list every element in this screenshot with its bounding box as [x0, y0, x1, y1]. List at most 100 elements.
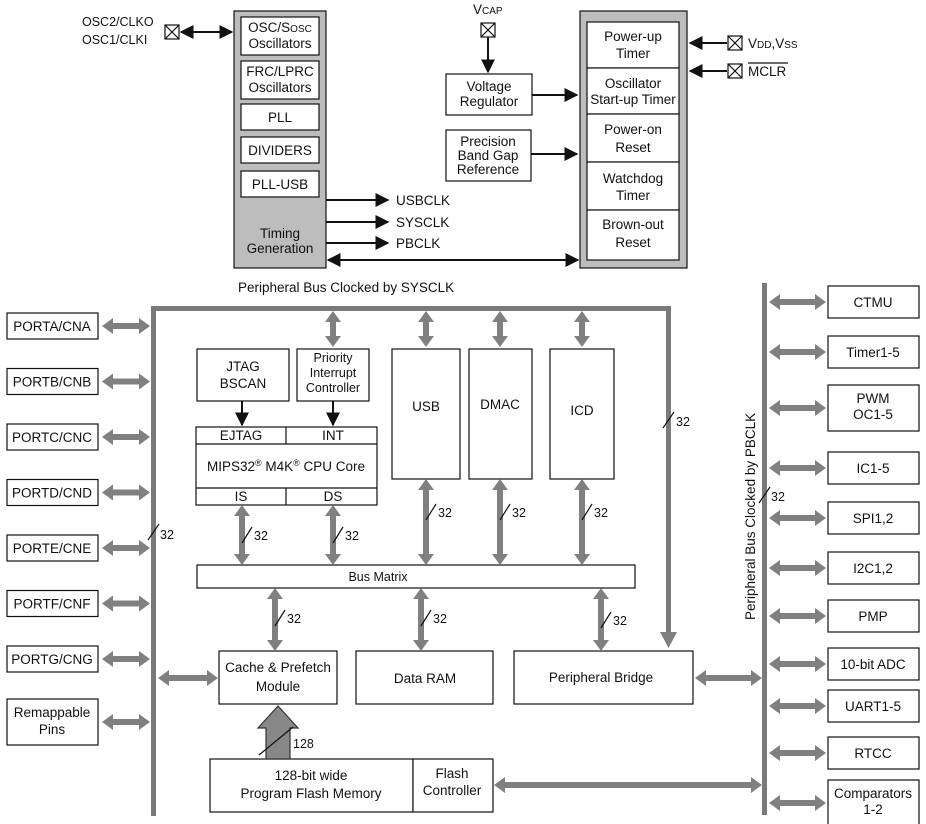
osc-sosc-label-2: Oscillators — [248, 36, 311, 51]
peripheral-uart1-5: UART1-5 — [827, 689, 920, 723]
cache-bus-arrow — [158, 670, 218, 686]
peripherals-group: CTMUTimer1-5PWMOC1-5IC1-5SPI1,2I2C1,2PMP… — [769, 285, 920, 824]
port-bus-arrow — [102, 429, 150, 445]
ost-label: Oscillator — [605, 76, 662, 91]
peripheral-label: RTCC — [854, 746, 892, 761]
bus-width-label: 32 — [160, 528, 174, 542]
ejtag-label: EJTAG — [220, 428, 263, 443]
peripheral-label: UART1-5 — [845, 699, 901, 714]
port-label: PORTF/CNF — [14, 597, 91, 612]
wide-bus-arrow: 128 — [256, 705, 314, 760]
port-portg-cng: PORTG/CNG — [6, 645, 99, 673]
flashctrl-pb-arrow — [494, 777, 762, 793]
peripheral-timer1-5: Timer1-5 — [827, 335, 920, 369]
peripheral-label: SPI1,2 — [853, 511, 894, 526]
peripheral-bus-arrow — [769, 510, 826, 526]
peripheral-label: PMP — [858, 609, 887, 624]
usbclk-label: USBCLK — [396, 193, 450, 208]
osc2-clko-label: OSC2/CLKO — [82, 15, 154, 29]
por-label-2: Reset — [615, 140, 651, 155]
timing-gen-label-2: Generation — [247, 241, 314, 256]
flash-ctrl-label-2: Controller — [423, 783, 482, 798]
icd-label: ICD — [570, 403, 594, 418]
port-bus-arrow — [102, 484, 150, 501]
port-bus-arrow — [102, 595, 150, 612]
pll-usb-box — [240, 170, 320, 198]
dmac-label: DMAC — [480, 397, 520, 412]
peripheral-bus-arrow — [769, 294, 826, 310]
voltage-regulator-block: Voltage Regulator — [445, 73, 579, 116]
pll-box — [240, 103, 320, 131]
jtag-block: JTAG BSCAN — [196, 348, 290, 427]
port-porte-cne: PORTE/CNE — [6, 534, 99, 562]
peripheral-label: I2C1,2 — [853, 561, 893, 576]
voltage-regulator-label-2: Regulator — [460, 94, 519, 109]
osc-sosc-label: OSC/SOSC — [248, 20, 312, 35]
int-label: INT — [322, 428, 344, 443]
pin-x-icon — [164, 24, 180, 40]
bus-width-label: 32 — [254, 529, 268, 543]
dividers-label: DIVIDERS — [248, 143, 312, 158]
peripheral-bridge-label: Peripheral Bridge — [549, 670, 653, 685]
ost-label-2: Start-up Timer — [590, 92, 676, 107]
port-porta-cna: PORTA/CNA — [6, 312, 99, 340]
bandgap-label-2: Band Gap — [458, 148, 519, 163]
flash-controller-block: Flash Controller — [412, 758, 494, 813]
cache-prefetch-block — [218, 650, 338, 705]
vcap-pin: VCAP — [473, 2, 503, 74]
cpu-core-block: EJTAG INT MIPS32® M4K® CPU Core IS DS — [195, 426, 378, 506]
peripheral-label: IC1-5 — [856, 461, 889, 476]
pic-label-2: Interrupt — [310, 366, 357, 380]
port-bus-arrow — [102, 318, 150, 334]
power-up-timer-label: Power-up — [604, 29, 662, 44]
frc-lprc-label-2: Oscillators — [248, 80, 311, 95]
bandgap-label-1: Precision — [460, 134, 516, 149]
sysclk-label: SYSCLK — [396, 215, 449, 230]
sysclk-bus: 32 32 — [147, 306, 690, 816]
bor-label-2: Reset — [615, 235, 651, 250]
pbclk-label: PBCLK — [396, 236, 440, 251]
peripheral-label: PWM — [857, 391, 890, 406]
frc-lprc-label: FRC/LPRC — [246, 64, 314, 79]
supply-pins: VDD,VSS MCLR — [688, 35, 798, 79]
port-bus-arrow — [102, 373, 150, 390]
peripheral-label: Comparators — [834, 786, 912, 801]
is-matrix-arrow — [234, 505, 250, 565]
peripheral-bus-arrow — [769, 745, 826, 761]
dmac-matrix-arrow — [492, 479, 508, 565]
dividers-box — [240, 136, 320, 164]
usb-matrix-arrow — [418, 479, 434, 565]
port-label: PORTA/CNA — [13, 319, 91, 334]
cpu-core-label: MIPS32® M4K® CPU Core — [207, 458, 365, 474]
clock-input: OSC2/CLKO OSC1/CLKI — [82, 15, 234, 47]
data-ram-block — [355, 650, 494, 705]
peripheral-label: 10-bit ADC — [840, 657, 906, 672]
bus-width-label: 32 — [594, 506, 608, 520]
is-label: IS — [235, 489, 248, 504]
bus-width-label: 32 — [613, 614, 627, 628]
peripheral-bus-arrow — [769, 608, 826, 624]
mclr-label: MCLR — [748, 64, 787, 79]
peripheral-10-bit-adc: 10-bit ADC — [827, 647, 920, 681]
pll-usb-label: PLL-USB — [252, 177, 308, 192]
peripheral-ic1-5: IC1-5 — [827, 451, 920, 485]
peripheral-label: OC1-5 — [853, 407, 893, 422]
frc-lprc-box — [240, 60, 320, 100]
voltage-regulator-label: Voltage — [466, 79, 511, 94]
bus-width-label: 32 — [438, 506, 452, 520]
peripheral-label: Timer1-5 — [846, 345, 900, 360]
port-portf-cnf: PORTF/CNF — [6, 589, 99, 618]
dmac-bus-arrow — [492, 311, 508, 347]
cache-label-2: Module — [256, 679, 300, 694]
port-label: PORTC/CNC — [12, 430, 92, 445]
peripheral-bus-arrow — [769, 460, 826, 476]
remap-bus-arrow — [102, 714, 150, 730]
peripheral-rtcc: RTCC — [827, 736, 920, 770]
peripheral-bus-arrow — [769, 656, 826, 672]
peripheral-bus-arrow — [769, 795, 826, 811]
port-label: PORTE/CNE — [13, 541, 92, 556]
ports-group: PORTA/CNAPORTB/CNBPORTC/CNCPORTD/CNDPORT… — [6, 312, 150, 746]
